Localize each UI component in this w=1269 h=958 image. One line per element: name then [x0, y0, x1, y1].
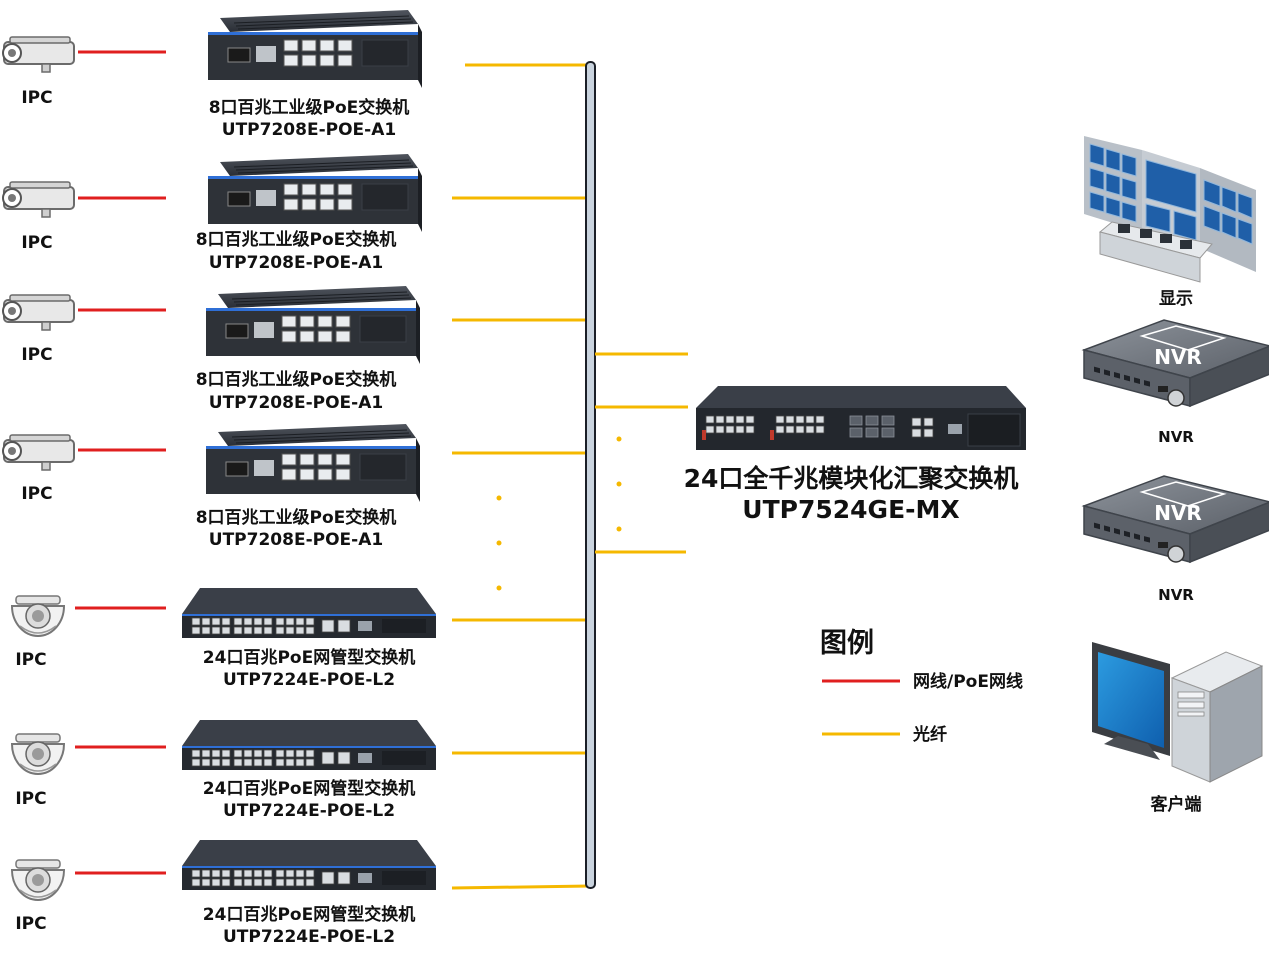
switch-name: 8口百兆工业级PoE交换机 [196, 229, 397, 250]
switch-model: UTP7208E-POE-A1 [222, 120, 396, 140]
rack-24port-switch-icon [181, 587, 437, 639]
camera-label: IPC [15, 914, 46, 934]
access-row-5 [11, 587, 590, 639]
switch-model: UTP7208E-POE-A1 [209, 393, 383, 413]
switch-model: UTP7208E-POE-A1 [209, 253, 383, 273]
switch-model: UTP7208E-POE-A1 [209, 530, 383, 550]
nvr-badges: NVR NVR [1154, 345, 1202, 525]
industrial-8port-switch-icon [207, 153, 423, 233]
fiber-link [451, 884, 591, 890]
endpoint-label: NVR [1158, 428, 1194, 446]
modular-core-switch-icon [696, 386, 1026, 450]
access-row-1 [2, 9, 590, 89]
camera-label: IPC [21, 233, 52, 253]
switch-model: UTP7224E-POE-L2 [223, 927, 395, 947]
access-row-7 [11, 839, 591, 901]
dome-camera-icon [11, 859, 65, 901]
camera-label: IPC [15, 650, 46, 670]
camera-label: IPC [15, 789, 46, 809]
industrial-8port-switch-icon [207, 9, 423, 89]
access-row-4 [2, 423, 590, 503]
core-switch-name: 24口全千兆模块化汇聚交换机 [684, 464, 1019, 493]
access-labels: IPC IPC IPC IPC IPC IPC IPC 8口百兆工业级PoE交换… [15, 88, 415, 947]
camera-label: IPC [21, 88, 52, 108]
continuation-dots-left [496, 495, 502, 591]
core-uplinks [595, 352, 688, 554]
legend-item-label: 网线/PoE网线 [913, 671, 1023, 692]
switch-name: 24口百兆PoE网管型交换机 [203, 778, 415, 799]
nvr-badge: NVR [1154, 345, 1202, 369]
dome-camera-icon [11, 733, 65, 775]
bullet-camera-icon [2, 181, 75, 218]
switch-model: UTP7224E-POE-L2 [223, 670, 395, 690]
desktop-computer-icon [1092, 642, 1264, 783]
legend: 图例 网线/PoE网线 光纤 [820, 628, 1023, 745]
rack-24port-switch-icon [181, 839, 437, 891]
switch-name: 24口百兆PoE网管型交换机 [203, 647, 415, 668]
legend-title: 图例 [820, 628, 874, 659]
endpoint-label: 客户端 [1150, 794, 1202, 815]
nvr-badge: NVR [1154, 501, 1202, 525]
backbone-bus [585, 61, 596, 889]
industrial-8port-switch-icon [205, 285, 421, 365]
switch-name: 8口百兆工业级PoE交换机 [209, 97, 410, 118]
bullet-camera-icon [2, 434, 75, 471]
endpoint-label: 显示 [1159, 289, 1193, 309]
bullet-camera-icon [2, 36, 75, 73]
camera-label: IPC [21, 345, 52, 365]
legend-item-label: 光纤 [912, 724, 947, 745]
switch-name: 24口百兆PoE网管型交换机 [203, 904, 415, 925]
rack-24port-switch-icon [181, 719, 437, 771]
endpoint-label: NVR [1158, 586, 1194, 604]
access-row-6 [11, 719, 590, 775]
access-row-2 [2, 153, 590, 233]
industrial-8port-switch-icon [205, 423, 421, 503]
bullet-camera-icon [2, 294, 75, 331]
camera-label: IPC [21, 484, 52, 504]
dome-camera-icon [11, 595, 65, 637]
switch-name: 8口百兆工业级PoE交换机 [196, 369, 397, 390]
video-wall-icon [1084, 136, 1256, 283]
switch-name: 8口百兆工业级PoE交换机 [196, 507, 397, 528]
switch-model: UTP7224E-POE-L2 [223, 801, 395, 821]
access-row-3 [2, 285, 590, 365]
core-switch-model: UTP7524GE-MX [742, 495, 959, 524]
